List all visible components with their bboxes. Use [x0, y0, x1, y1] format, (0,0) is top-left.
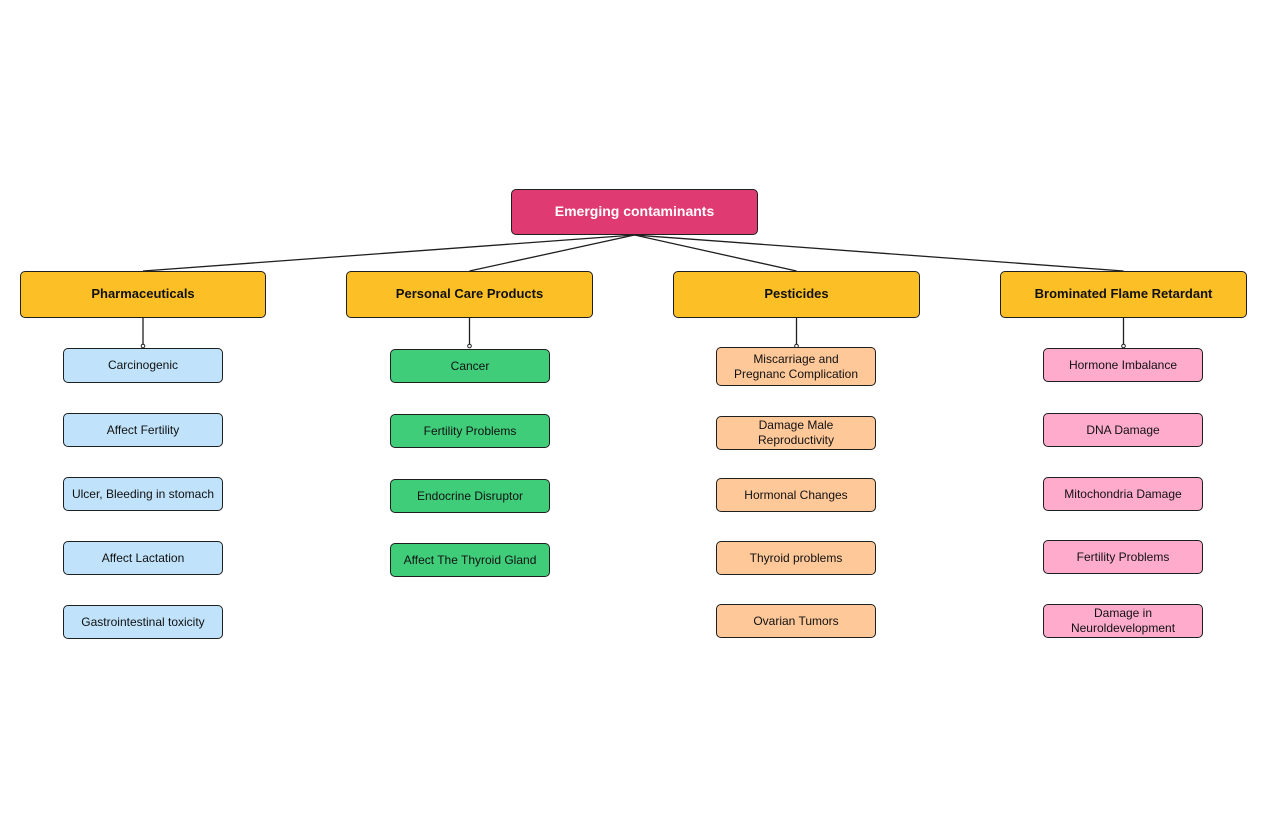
leaf-label: Thyroid problems [749, 550, 843, 565]
leaf-label: Damage Male Reproductivity [757, 418, 835, 447]
leaf-node[interactable]: Hormone Imbalance [1043, 348, 1203, 382]
root-node-label: Emerging contaminants [554, 203, 715, 220]
leaf-label: Damage in Neuroldevelopment [1070, 606, 1176, 635]
leaf-node[interactable]: Affect Lactation [63, 541, 223, 575]
leaf-label: Hormonal Changes [744, 487, 848, 502]
category-label: Brominated Flame Retardant [1034, 286, 1213, 302]
root-to-category-line [634, 234, 1124, 272]
leaf-node[interactable]: Endocrine Disruptor [390, 479, 550, 513]
leaf-node[interactable]: Fertility Problems [390, 414, 550, 448]
root-to-category-line [634, 234, 797, 272]
leaf-node[interactable]: Damage in Neuroldevelopment [1043, 604, 1203, 638]
leaf-node[interactable]: Ovarian Tumors [716, 604, 876, 638]
leaf-label: Affect Lactation [101, 550, 185, 565]
leaf-node[interactable]: Ulcer, Bleeding in stomach [63, 477, 223, 511]
leaf-label: Affect The Thyroid Gland [403, 552, 537, 567]
category-label: Pesticides [764, 286, 829, 302]
leaf-label: Mitochondria Damage [1064, 486, 1182, 501]
category-label: Personal Care Products [395, 286, 544, 302]
leaf-node[interactable]: Gastrointestinal toxicity [63, 605, 223, 639]
leaf-node[interactable]: Mitochondria Damage [1043, 477, 1203, 511]
leaf-label: Ovarian Tumors [753, 613, 839, 628]
leaf-label: DNA Damage [1086, 422, 1160, 437]
connector-endpoint [467, 343, 472, 349]
leaf-label: Gastrointestinal toxicity [81, 614, 205, 629]
category-label: Pharmaceuticals [91, 286, 195, 302]
category-node-pharmaceuticals[interactable]: Pharmaceuticals [20, 271, 266, 318]
leaf-node[interactable]: Cancer [390, 349, 550, 383]
connector-endpoint [1121, 343, 1126, 349]
leaf-node[interactable]: Miscarriage and Pregnanc Complication [716, 347, 876, 386]
leaf-node[interactable]: Affect The Thyroid Gland [390, 543, 550, 577]
category-node-personal-care-products[interactable]: Personal Care Products [346, 271, 593, 318]
leaf-label: Fertility Problems [1076, 549, 1170, 564]
leaf-label: Cancer [450, 358, 490, 373]
leaf-label: Affect Fertility [106, 422, 180, 437]
category-node-brominated-flame-retardant[interactable]: Brominated Flame Retardant [1000, 271, 1247, 318]
leaf-label: Carcinogenic [107, 358, 179, 372]
leaf-label: Ulcer, Bleeding in stomach [71, 486, 215, 501]
leaf-label: Miscarriage and Pregnanc Complication [733, 351, 859, 381]
leaf-node[interactable]: Damage Male Reproductivity [716, 416, 876, 450]
leaf-label: Hormone Imbalance [1068, 357, 1178, 372]
root-node[interactable]: Emerging contaminants [511, 189, 758, 235]
root-to-category-line [142, 234, 635, 272]
leaf-node[interactable]: Carcinogenic [63, 348, 223, 383]
leaf-node[interactable]: DNA Damage [1043, 413, 1203, 447]
leaf-node[interactable]: Fertility Problems [1043, 540, 1203, 574]
connector-endpoint [140, 343, 146, 349]
leaf-label: Endocrine Disruptor [416, 488, 524, 503]
leaf-label: Fertility Problems [423, 423, 517, 438]
root-to-category-line [469, 234, 635, 272]
category-node-pesticides[interactable]: Pesticides [673, 271, 920, 318]
leaf-node[interactable]: Hormonal Changes [716, 478, 876, 512]
leaf-node[interactable]: Thyroid problems [716, 541, 876, 575]
leaf-node[interactable]: Affect Fertility [63, 413, 223, 447]
